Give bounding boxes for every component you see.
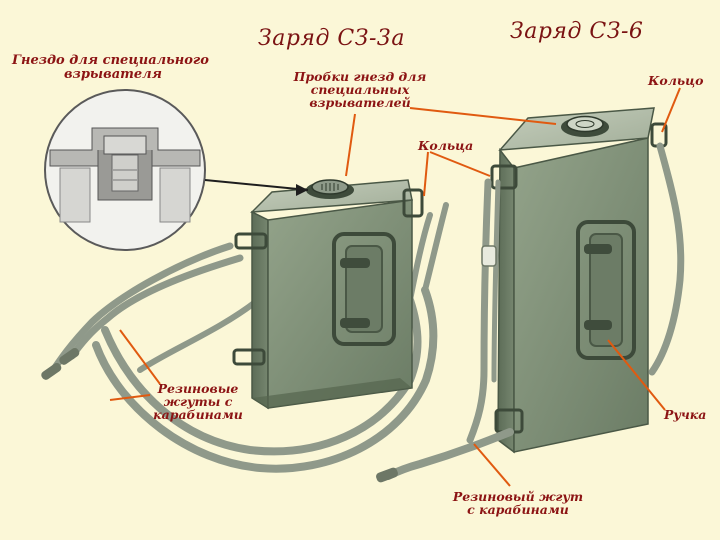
label-harness-b-line-1: Резиновый жгут bbox=[452, 489, 584, 504]
label-socket-line-2: взрывателя bbox=[64, 66, 163, 82]
label-socket-line-1: Гнездо для специального bbox=[12, 53, 209, 68]
label-harness-a-line-3: карабинами bbox=[153, 407, 243, 423]
label-harness-a: Резиновые жгуты с карабинами bbox=[150, 381, 246, 423]
label-socket: Гнездо для специального взрывателя bbox=[12, 54, 209, 81]
carabiners-a bbox=[41, 347, 80, 380]
label-ring-b: Кольцо bbox=[648, 73, 704, 88]
label-plugs-line-2: специальных bbox=[310, 82, 410, 98]
label-plugs: Пробки гнезд для специальных взрывателей bbox=[290, 69, 430, 111]
title-charge-sz3a: Заряд СЗ-3а bbox=[258, 26, 405, 51]
harness-cords-b bbox=[384, 142, 685, 480]
carabiners-b bbox=[376, 245, 497, 483]
label-rings-a: Кольца bbox=[418, 138, 474, 153]
label-harness-a-line-1: Резиновые bbox=[157, 381, 239, 396]
charge-sz6-box bbox=[490, 107, 668, 454]
label-plugs-line-3: взрывателей bbox=[309, 95, 411, 111]
label-plugs-line-1: Пробки гнезд для bbox=[293, 69, 427, 84]
label-harness-a-line-2: жгуты с bbox=[163, 394, 233, 410]
label-harness-b: Резиновый жгут с карабинами bbox=[446, 490, 590, 516]
socket-detail-inset bbox=[44, 89, 206, 251]
leader-lines bbox=[109, 87, 681, 487]
label-harness-b-line-2: с карабинами bbox=[467, 502, 569, 518]
charge-sz3a-box bbox=[232, 179, 424, 410]
title-charge-sz6: Заряд СЗ-6 bbox=[510, 19, 644, 44]
label-handle: Ручка bbox=[664, 407, 707, 422]
